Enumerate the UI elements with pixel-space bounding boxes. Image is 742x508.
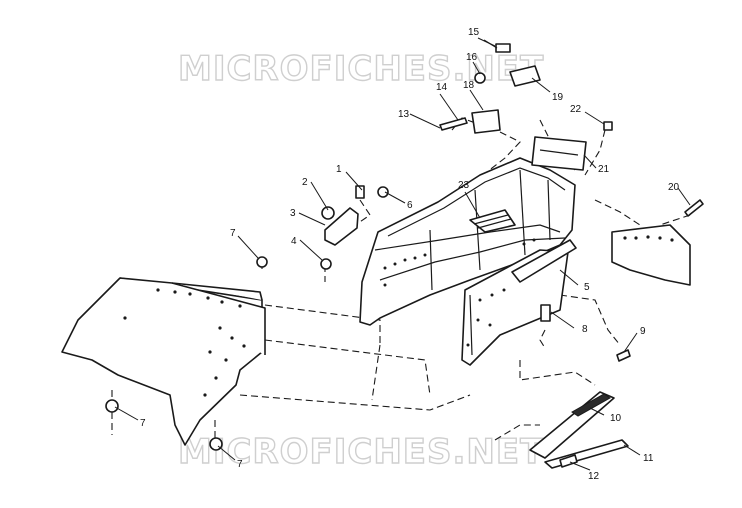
mud-flap	[611, 224, 691, 286]
callout-10: 10	[610, 413, 622, 424]
callout-3: 3	[290, 208, 296, 219]
callout-7-bottom: 7	[237, 459, 243, 470]
side-rail	[511, 239, 577, 283]
step-plate	[529, 391, 629, 469]
callouts: 1 2 3 4 5 6 7 7 7 8 9 10 11 12 13 14 15 …	[140, 27, 680, 482]
callout-1: 1	[336, 164, 342, 175]
floor-panel	[61, 277, 266, 446]
callout-14: 14	[436, 82, 448, 93]
carrier-basket	[359, 157, 576, 366]
callout-20: 20	[668, 182, 680, 193]
callout-5: 5	[584, 282, 590, 293]
hinge-bracket	[324, 207, 359, 246]
callout-9: 9	[640, 326, 646, 337]
callout-2: 2	[302, 177, 308, 188]
callout-15: 15	[468, 27, 480, 38]
callout-6: 6	[407, 200, 413, 211]
callout-19: 19	[552, 92, 564, 103]
callout-4: 4	[291, 236, 297, 247]
callout-11: 11	[643, 453, 654, 464]
callout-12: 12	[588, 471, 600, 482]
callout-22: 22	[570, 104, 582, 115]
leader-lines	[114, 37, 691, 471]
callout-7-left: 7	[140, 418, 146, 429]
callout-21: 21	[598, 164, 610, 175]
hardware	[105, 39, 704, 468]
callout-8: 8	[582, 324, 588, 335]
callout-18: 18	[463, 80, 475, 91]
callout-16: 16	[466, 52, 478, 63]
watermark-bottom: MICROFICHES.NET	[178, 432, 544, 472]
callout-23: 23	[458, 180, 470, 191]
callout-7-top: 7	[230, 228, 236, 239]
callout-13: 13	[398, 109, 410, 120]
watermark-top: MICROFICHES.NET	[178, 49, 544, 89]
cover-plate	[531, 136, 587, 171]
